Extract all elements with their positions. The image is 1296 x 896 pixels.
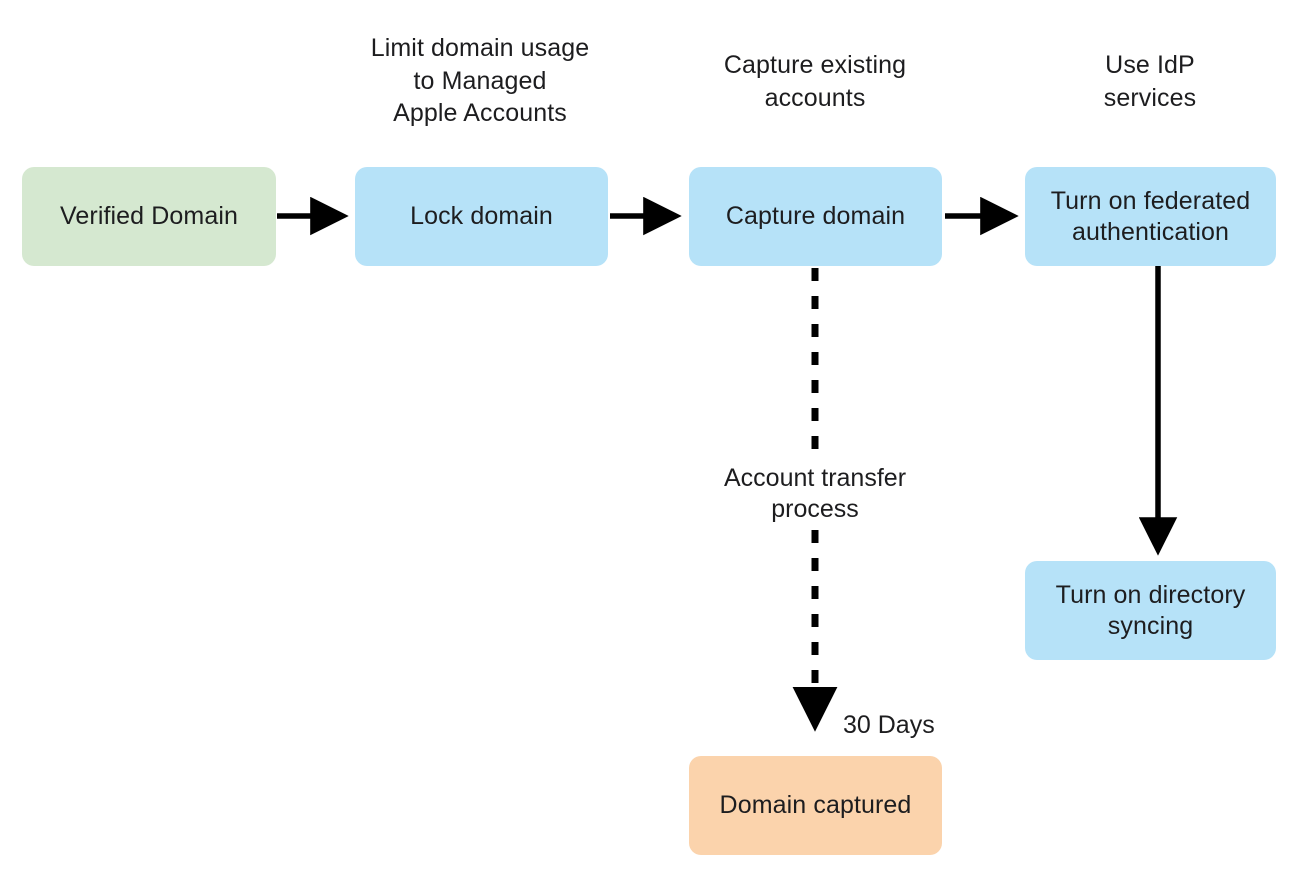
node-directory-syncing[interactable]: Turn on directory syncing: [1025, 561, 1276, 660]
caption-capture-domain: Capture existing accounts: [723, 51, 907, 112]
node-lock-domain[interactable]: Lock domain: [355, 167, 608, 266]
caption-lock-domain: Limit domain usage to Managed Apple Acco…: [370, 34, 590, 127]
caption-federated-auth: Use IdP services: [1103, 51, 1197, 112]
edge-label-account-transfer: Account transfer process: [723, 464, 907, 524]
node-verified-domain[interactable]: Verified Domain: [22, 167, 276, 266]
node-capture-domain[interactable]: Capture domain: [689, 167, 942, 266]
node-domain-captured[interactable]: Domain captured: [689, 756, 942, 855]
node-federated-auth[interactable]: Turn on federated authentication: [1025, 167, 1276, 266]
edge-label-thirty-days: 30 Days: [843, 711, 935, 739]
